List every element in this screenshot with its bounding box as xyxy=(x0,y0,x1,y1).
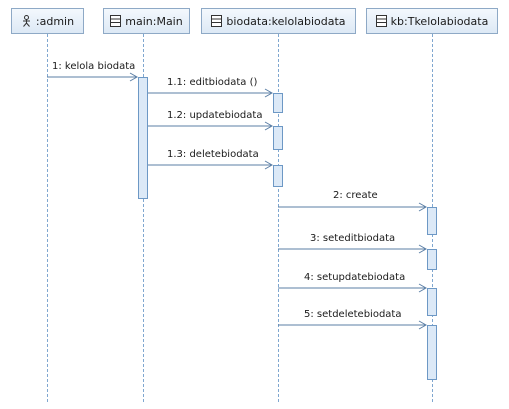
message-label-5: 5: setdeletebiodata xyxy=(304,309,402,320)
message-label-4: 4: setupdatebiodata xyxy=(304,272,406,283)
activation-kb-2 xyxy=(427,249,437,270)
message-label-1-3: 1.3: deletebiodata xyxy=(167,149,259,160)
lifeline-kb-label: kb:Tkelolabiodata xyxy=(390,14,489,28)
activation-biodata-3 xyxy=(273,165,283,187)
lifeline-admin xyxy=(47,34,48,402)
message-arrow-2 xyxy=(278,202,428,212)
message-label-1: 1: kelola biodata xyxy=(52,61,136,72)
message-label-1-2: 1.2: updatebiodata xyxy=(167,110,263,121)
activation-main xyxy=(138,77,148,199)
class-icon xyxy=(375,15,387,27)
lifeline-biodata-box: biodata:kelolabiodata xyxy=(201,8,356,34)
class-icon xyxy=(110,15,122,27)
lifeline-admin-box: :admin xyxy=(11,8,84,34)
message-arrow-4 xyxy=(278,283,428,293)
message-arrow-1-1 xyxy=(148,88,274,98)
message-arrow-5 xyxy=(278,320,428,330)
lifeline-main-label: main:Main xyxy=(125,14,183,28)
lifeline-biodata-label: biodata:kelolabiodata xyxy=(226,14,346,28)
message-arrow-1 xyxy=(47,72,139,82)
activation-biodata-1 xyxy=(273,93,283,113)
activation-kb-4 xyxy=(427,325,437,380)
activation-biodata-2 xyxy=(273,126,283,150)
actor-icon xyxy=(22,15,30,27)
lifeline-kb-box: kb:Tkelolabiodata xyxy=(366,8,498,34)
activation-kb-1 xyxy=(427,207,437,235)
message-arrow-3 xyxy=(278,244,428,254)
activation-kb-3 xyxy=(427,288,437,316)
message-label-3: 3: seteditbiodata xyxy=(310,233,396,244)
message-arrow-1-2 xyxy=(148,121,274,131)
lifeline-biodata xyxy=(278,34,279,402)
message-label-2: 2: create xyxy=(333,190,378,201)
message-label-1-1: 1.1: editbiodata () xyxy=(167,77,258,88)
class-icon xyxy=(211,15,223,27)
lifeline-main-box: main:Main xyxy=(103,8,190,34)
message-arrow-1-3 xyxy=(148,160,274,170)
lifeline-main xyxy=(143,34,144,402)
lifeline-admin-label: :admin xyxy=(35,14,75,28)
